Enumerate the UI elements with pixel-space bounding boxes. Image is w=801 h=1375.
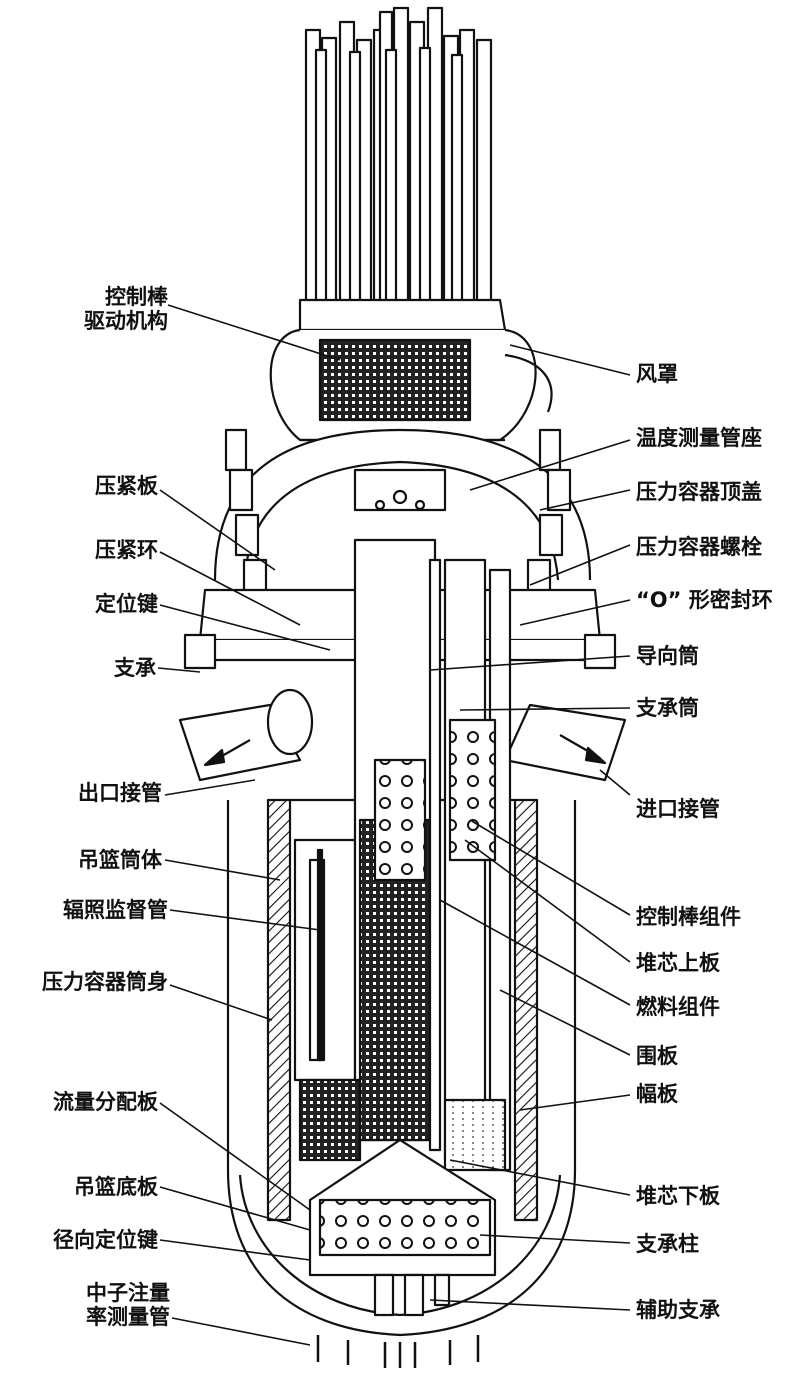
label-vessel-shell: 压力容器筒身 — [42, 970, 168, 994]
label-outlet-nozzle: 出口接管 — [78, 781, 162, 805]
label-o-ring: “O” 形密封环 — [636, 588, 773, 612]
drive-rods — [304, 6, 493, 332]
label-thermo-seat: 温度测量管座 — [636, 426, 762, 450]
label-air-hood: 风罩 — [636, 362, 678, 386]
label-support-column: 支承柱 — [636, 1232, 699, 1256]
nozzles — [178, 688, 627, 782]
label-flow-plate: 流量分配板 — [53, 1090, 158, 1114]
instrument-tubes — [316, 1335, 480, 1368]
air-hood — [269, 298, 553, 442]
vessel-head — [213, 428, 592, 581]
label-aux-support: 辅助支承 — [636, 1298, 720, 1322]
label-flux-tube: 中子注量 率测量管 — [86, 1281, 170, 1329]
label-alignment-key: 定位键 — [95, 592, 158, 616]
core-internals — [293, 538, 512, 1172]
lower-support — [308, 1138, 497, 1317]
label-hold-down-ring: 压紧环 — [95, 538, 158, 562]
label-control-rod-drive: 控制棒 驱动机构 — [84, 285, 168, 333]
label-support: 支承 — [114, 656, 156, 680]
label-fuel-assembly: 燃料组件 — [636, 995, 720, 1019]
leader-lines — [157, 304, 631, 1346]
label-inlet-nozzle: 进口接管 — [636, 797, 720, 821]
label-irradiation-tube: 辐照监督管 — [63, 898, 168, 922]
label-guide-tube: 导向筒 — [636, 644, 699, 668]
label-former-plate: 幅板 — [636, 1082, 678, 1106]
label-rod-assembly: 控制棒组件 — [636, 905, 741, 929]
flange-bolts — [224, 428, 572, 598]
label-hold-down-plate: 压紧板 — [95, 474, 158, 498]
label-barrel-bottom: 吊篮底板 — [74, 1175, 158, 1199]
label-vessel-bolt: 压力容器螺栓 — [636, 535, 762, 559]
label-baffle: 围板 — [636, 1044, 678, 1068]
label-radial-key: 径向定位键 — [53, 1228, 158, 1252]
label-support-tube: 支承筒 — [636, 696, 699, 720]
label-vessel-head: 压力容器顶盖 — [636, 480, 762, 504]
vessel-shell — [226, 798, 577, 1337]
label-upper-core-plate: 堆芯上板 — [636, 951, 720, 975]
label-barrel-body: 吊篮筒体 — [78, 848, 162, 872]
label-lower-core-plate: 堆芯下板 — [636, 1184, 720, 1208]
